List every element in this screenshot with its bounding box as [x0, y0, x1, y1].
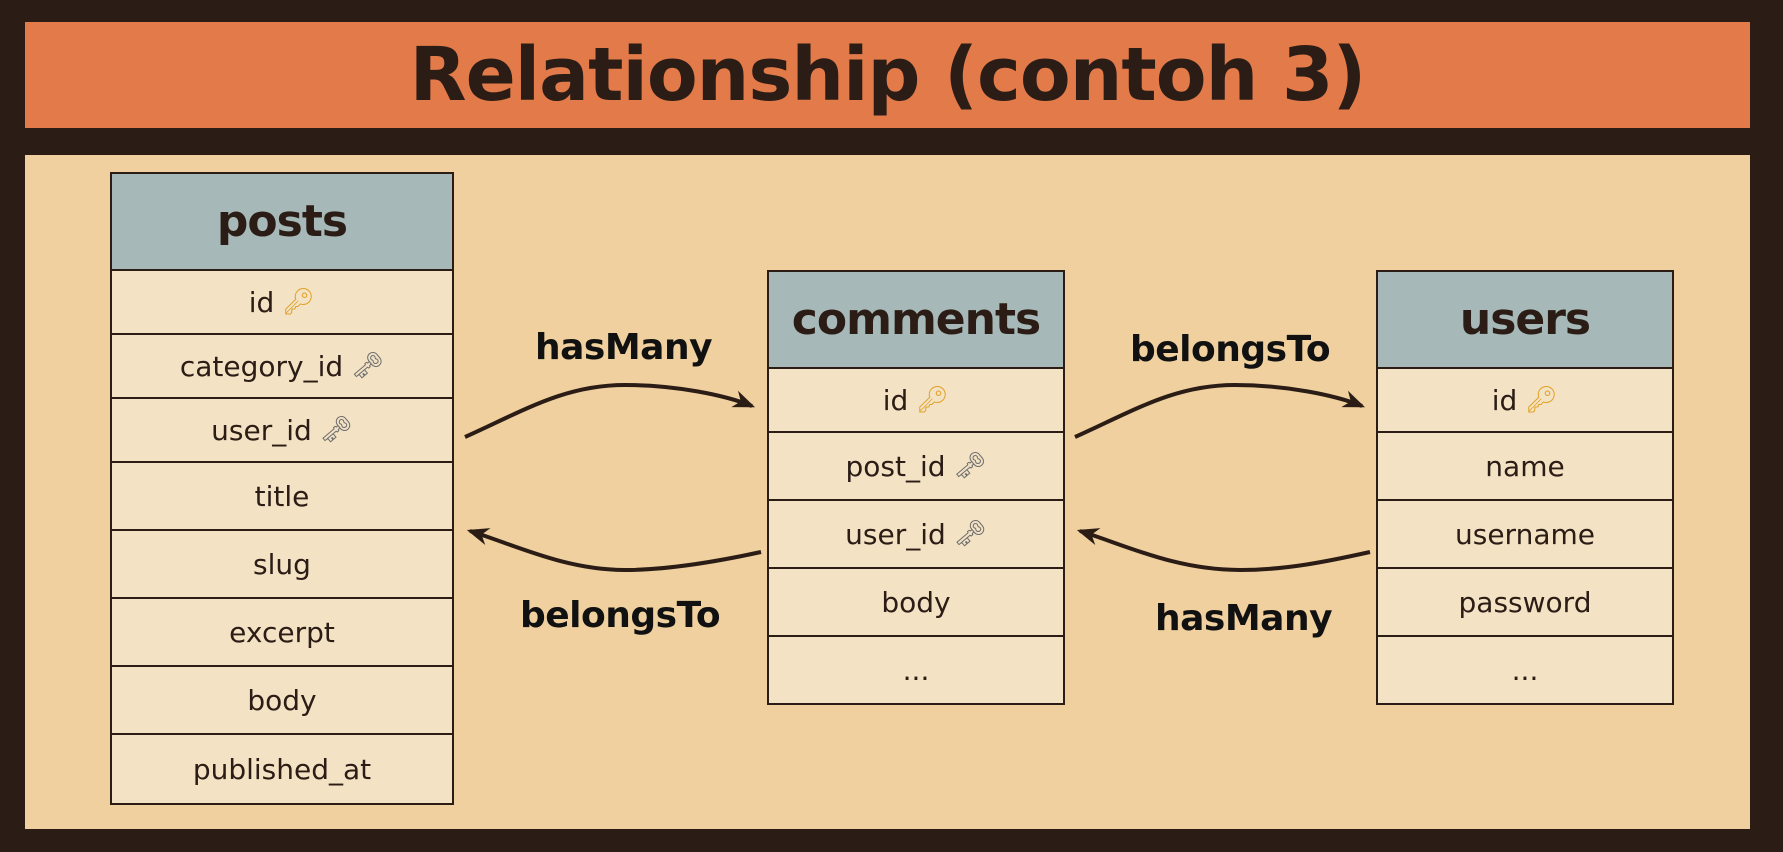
comments-table: comments id 🔑︎ post_id 🗝︎ user_id 🗝︎ bod… [767, 270, 1065, 705]
comments-field-user-id: user_id 🗝︎ [769, 501, 1063, 569]
users-field-password: password [1378, 569, 1672, 637]
arrow-posts-to-comments [464, 382, 756, 439]
field-label: name [1485, 449, 1565, 483]
posts-field-category-id: category_id 🗝︎ [112, 335, 452, 399]
posts-table-header: posts [112, 174, 452, 271]
arrow-users-to-comments [1076, 528, 1371, 573]
users-field-name: name [1378, 433, 1672, 501]
posts-field-body: body [112, 667, 452, 735]
posts-field-slug: slug [112, 531, 452, 599]
posts-field-title: title [112, 463, 452, 531]
comments-field-body: body [769, 569, 1063, 637]
diagram-canvas: posts id 🔑︎ category_id 🗝︎ user_id 🗝︎ ti… [25, 155, 1750, 829]
users-field-id: id 🔑︎ [1378, 369, 1672, 433]
relationship-arrows [464, 382, 1371, 573]
field-label: id [882, 383, 909, 417]
field-label: excerpt [229, 615, 335, 649]
users-field-more: ... [1378, 637, 1672, 703]
foreign-key-icon: 🗝︎ [953, 519, 987, 549]
primary-key-icon: 🔑︎ [916, 385, 950, 415]
arrow-comments-to-users [1074, 382, 1366, 439]
field-label: slug [253, 547, 311, 581]
field-label: category_id [179, 349, 344, 383]
primary-key-icon: 🔑︎ [1525, 385, 1559, 415]
field-label: ... [1511, 653, 1539, 687]
posts-table: posts id 🔑︎ category_id 🗝︎ user_id 🗝︎ ti… [110, 172, 454, 805]
field-label: username [1455, 517, 1595, 551]
field-label: id [248, 285, 275, 319]
label-comments-belongs-to-users: belongsTo [1130, 329, 1331, 370]
foreign-key-icon: 🗝︎ [351, 351, 385, 381]
primary-key-icon: 🔑︎ [282, 287, 316, 317]
foreign-key-icon: 🗝︎ [953, 451, 987, 481]
field-label: ... [902, 653, 930, 687]
posts-field-excerpt: excerpt [112, 599, 452, 667]
field-label: title [254, 479, 310, 513]
field-label: body [881, 585, 951, 619]
posts-field-id: id 🔑︎ [112, 271, 452, 335]
users-table-header: users [1378, 272, 1672, 369]
users-field-username: username [1378, 501, 1672, 569]
posts-field-user-id: user_id 🗝︎ [112, 399, 452, 463]
field-label: password [1458, 585, 1592, 619]
label-comments-belongs-to-posts: belongsTo [520, 595, 721, 636]
label-posts-has-many-comments: hasMany [535, 327, 713, 368]
comments-table-header: comments [769, 272, 1063, 369]
foreign-key-icon: 🗝︎ [319, 415, 353, 445]
title-bar: Relationship (contoh 3) [25, 22, 1750, 128]
posts-field-published-at: published_at [112, 735, 452, 803]
comments-field-id: id 🔑︎ [769, 369, 1063, 433]
comments-field-more: ... [769, 637, 1063, 703]
users-table: users id 🔑︎ name username password ... [1376, 270, 1674, 705]
diagram-title: Relationship (contoh 3) [409, 32, 1367, 118]
arrow-comments-to-posts [466, 528, 762, 573]
field-label: published_at [192, 752, 372, 786]
field-label: body [247, 683, 317, 717]
field-label: user_id [211, 413, 312, 447]
field-label: user_id [845, 517, 946, 551]
comments-field-post-id: post_id 🗝︎ [769, 433, 1063, 501]
field-label: post_id [845, 449, 946, 483]
field-label: id [1491, 383, 1518, 417]
label-users-has-many-comments: hasMany [1155, 598, 1333, 639]
